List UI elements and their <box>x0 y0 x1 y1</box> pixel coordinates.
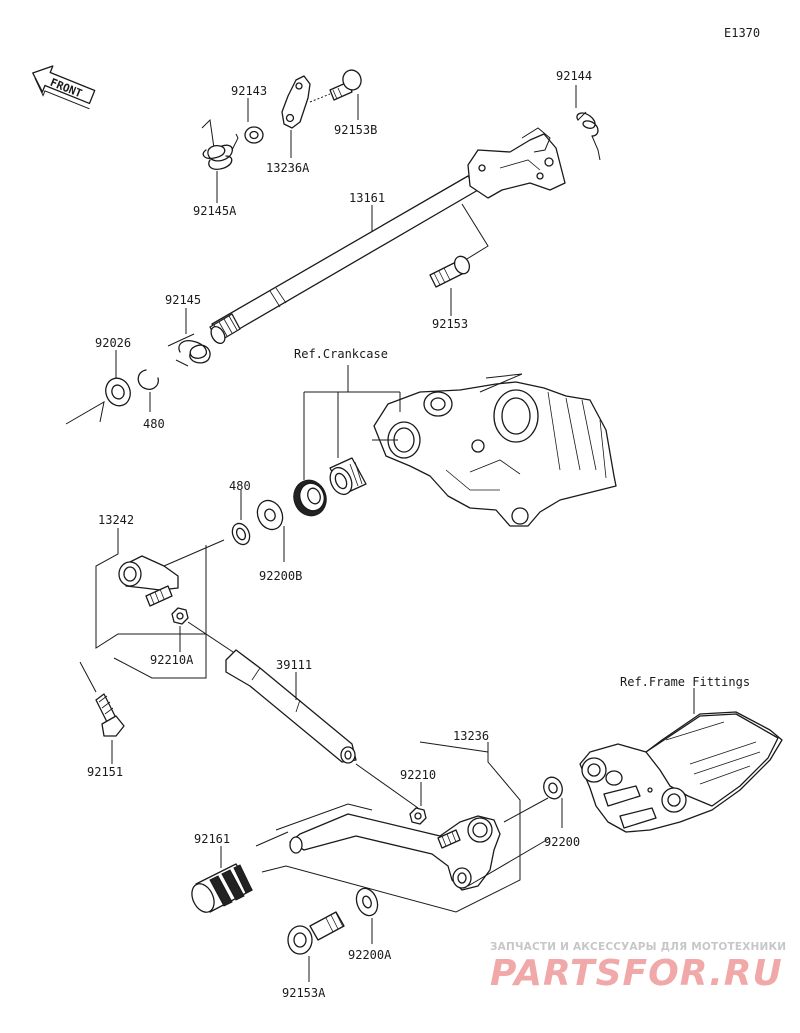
spring-92145 <box>167 308 211 367</box>
circlip-480-upper <box>231 490 251 546</box>
plate-13236A <box>281 75 311 158</box>
label-13242: 13242 <box>98 513 134 527</box>
label-92145A: 92145A <box>193 204 237 218</box>
spring-92145A <box>201 118 239 203</box>
collar-92143 <box>244 98 264 144</box>
label-92153A: 92153A <box>282 986 326 1000</box>
bolt-92153A <box>287 911 345 982</box>
label-92143: 92143 <box>231 84 267 98</box>
label-92210A: 92210A <box>150 653 194 667</box>
frame-fittings-reference <box>579 688 783 833</box>
nut-92210 <box>409 782 427 825</box>
label-92026: 92026 <box>95 336 131 350</box>
bolt-92151 <box>79 661 125 764</box>
watermark-tagline: ЗАПЧАСТИ И АКСЕССУАРЫ ДЛЯ МОТОТЕХНИКИ <box>490 941 786 953</box>
pedal-rubber-92161 <box>191 846 253 913</box>
watermark-brand: PARTSFOR.RU <box>490 953 783 994</box>
ref-frame-fittings-label: Ref.Frame Fittings <box>620 675 750 689</box>
nut-92210A <box>171 607 237 655</box>
spring-92144 <box>575 85 601 161</box>
label-92153B: 92153B <box>334 123 377 137</box>
label-92210: 92210 <box>400 768 436 782</box>
label-92153: 92153 <box>432 317 468 331</box>
ref-crankcase-label: Ref.Crankcase <box>294 347 388 361</box>
label-92161: 92161 <box>194 832 230 846</box>
label-480-lower: 480 <box>143 417 165 431</box>
circlip-480-lower <box>137 369 159 412</box>
label-13236A: 13236A <box>266 161 310 175</box>
bolt-92153 <box>429 255 471 316</box>
tie-rod-39111 <box>225 649 419 809</box>
needle-bearing <box>329 457 367 496</box>
washer-92200A <box>355 887 379 944</box>
label-92200B: 92200B <box>259 569 302 583</box>
label-92200A: 92200A <box>348 948 392 962</box>
washer-92200 <box>543 776 563 828</box>
shift-lever-13242 <box>95 528 225 679</box>
ref-crankcase-leader <box>303 365 401 480</box>
label-13236: 13236 <box>453 729 489 743</box>
washer-92026 <box>65 350 131 425</box>
label-480-upper: 480 <box>229 479 251 493</box>
label-39111: 39111 <box>276 658 312 672</box>
label-92144: 92144 <box>556 69 592 83</box>
washer-92200B <box>256 499 285 562</box>
shift-pedal-13236 <box>255 741 551 913</box>
bolt-92153B <box>309 69 362 120</box>
oil-seal <box>293 479 327 517</box>
gear-change-shaft-13161 <box>209 127 566 345</box>
crankcase-reference <box>372 373 617 527</box>
label-92200: 92200 <box>544 835 580 849</box>
diagram-code: E1370 <box>724 26 760 40</box>
front-direction-arrow-icon: FRONT <box>32 65 96 110</box>
label-92145: 92145 <box>165 293 201 307</box>
label-92151: 92151 <box>87 765 123 779</box>
label-13161: 13161 <box>349 191 385 205</box>
